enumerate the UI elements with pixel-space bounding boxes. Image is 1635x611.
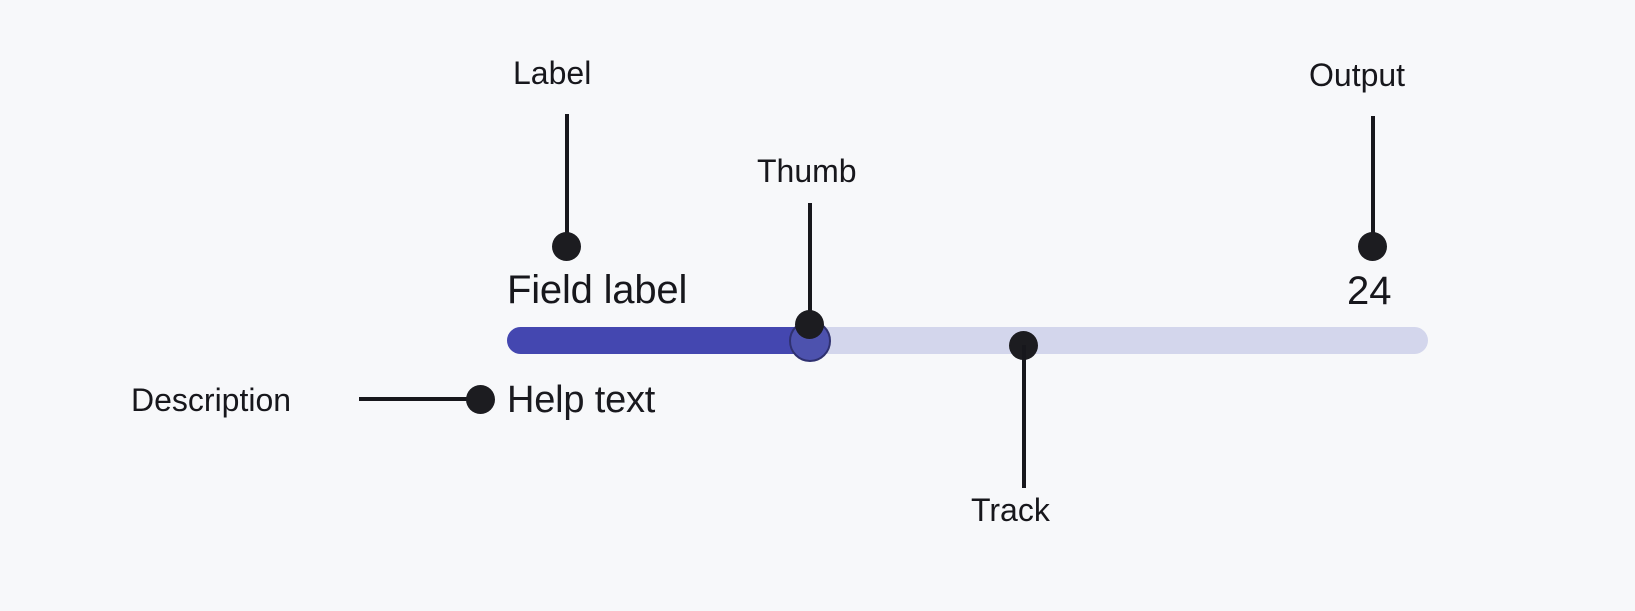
callout-output-label: Output — [1309, 57, 1406, 93]
callout-label-leader-line — [565, 114, 569, 248]
slider-filled-track — [507, 327, 811, 354]
callout-track-leader-line — [1022, 345, 1026, 488]
callout-thumb-label: Thumb — [757, 153, 857, 189]
slider-track[interactable] — [507, 327, 1428, 354]
callout-label-label: Label — [513, 55, 592, 91]
slider-field-label: Field label — [507, 268, 688, 312]
slider-output-value: 24 — [1347, 269, 1392, 313]
callout-track-label: Track — [971, 492, 1050, 528]
callout-thumb-dot — [795, 310, 824, 339]
callout-description-leader-line — [359, 397, 473, 401]
slider-help-text: Help text — [507, 379, 656, 421]
callout-output-leader-line — [1371, 116, 1375, 246]
callout-output-dot — [1358, 232, 1387, 261]
callout-thumb-leader-line — [808, 203, 812, 325]
callout-description-dot — [466, 385, 495, 414]
callout-description-label: Description — [131, 382, 292, 418]
callout-label-dot — [552, 232, 581, 261]
